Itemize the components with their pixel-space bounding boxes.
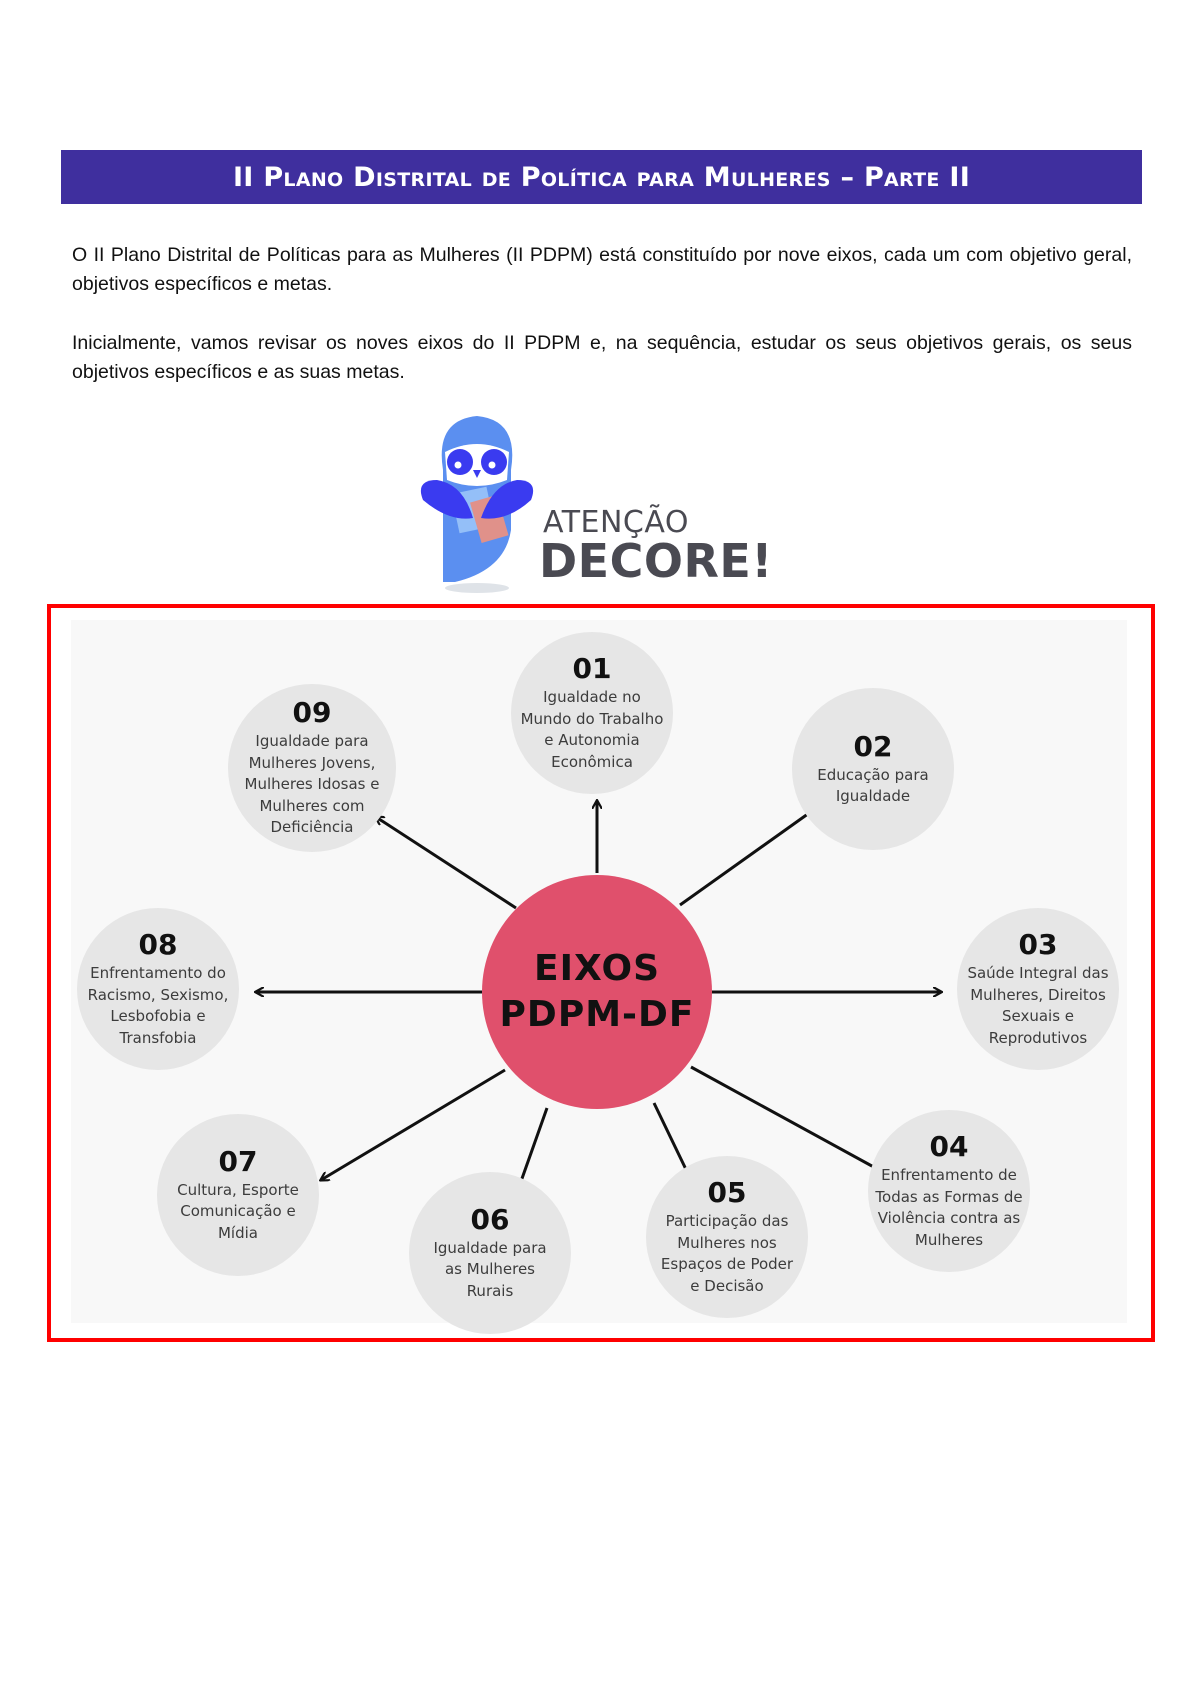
- owl-mascot-icon: [420, 416, 534, 593]
- eixo-label: Saúde Integral das Mulheres, Direitos Se…: [967, 964, 1109, 1047]
- arrow-to-06: [519, 1107, 549, 1187]
- eixo-number: 08: [138, 928, 178, 961]
- eixo-number: 05: [707, 1176, 747, 1209]
- eixo-label: Igualdade no Mundo do Trabalho e Autonom…: [520, 688, 664, 771]
- arrow-to-09: [376, 817, 517, 910]
- center-line-1: EIXOS: [534, 948, 660, 989]
- eixo-number: 02: [853, 729, 893, 763]
- intro-paragraph: O II Plano Distrital de Políticas para a…: [72, 244, 1132, 295]
- eixo-node-05: 05 Participação das Mulheres nos Espaços…: [646, 1156, 808, 1318]
- eixo-node-01: 01 Igualdade no Mundo do Trabalho e Auto…: [511, 632, 673, 794]
- eixo-node-08: 08 Enfrentamento do Racismo, Sexismo, Le…: [77, 908, 239, 1070]
- eixo-label: Participação das Mulheres nos Espaços de…: [660, 1212, 794, 1295]
- eixo-number: 09: [292, 696, 332, 730]
- eixo-label: Educação para Igualdade: [817, 765, 929, 806]
- section-title-bar: II Plano Distrital de Política para Mulh…: [61, 150, 1142, 204]
- eixo-label: Enfrentamento do Racismo, Sexismo, Lesbo…: [87, 964, 229, 1047]
- eixo-node-02: 02 Educação para Igualdade: [792, 688, 954, 850]
- center-node: EIXOS PDPM-DF: [482, 875, 712, 1109]
- eixo-label: Igualdade para as Mulheres Rurais: [433, 1238, 547, 1300]
- eixo-number: 07: [218, 1144, 258, 1178]
- eixo-label: Igualdade para Mulheres Jovens, Mulheres…: [244, 732, 380, 837]
- callout-line-2: DECORE!: [539, 534, 773, 588]
- eixo-node-03: 03 Saúde Integral das Mulheres, Direitos…: [957, 908, 1119, 1070]
- eixo-number: 03: [1018, 928, 1058, 961]
- eixo-number: 01: [572, 652, 612, 685]
- eixo-node-07: 07 Cultura, Esporte Comunicação e Mídia: [157, 1114, 319, 1276]
- eixos-diagram: EIXOS PDPM-DF 01 Igualdade no Mundo do T…: [71, 620, 1127, 1334]
- arrow-to-04: [690, 1065, 881, 1171]
- eixo-number: 04: [929, 1130, 969, 1163]
- center-line-2: PDPM-DF: [499, 994, 695, 1035]
- section-title: II Plano Distrital de Política para Mulh…: [232, 161, 971, 193]
- arrow-to-07: [321, 1068, 506, 1180]
- eixo-node-04: 04 Enfrentamento de Todas as Formas de V…: [868, 1110, 1030, 1272]
- eixo-node-09: 09 Igualdade para Mulheres Jovens, Mulhe…: [228, 684, 396, 852]
- eixo-node-06: 06 Igualdade para as Mulheres Rurais: [409, 1172, 571, 1334]
- diagram-frame: [47, 604, 1155, 1342]
- arrow-to-02: [679, 806, 819, 907]
- eixo-label: Enfrentamento de Todas as Formas de Viol…: [875, 1166, 1023, 1249]
- callout-line-1: ATENÇÃO: [543, 505, 689, 540]
- review-paragraph: Inicialmente, vamos revisar os noves eix…: [72, 332, 1132, 383]
- attention-callout: ATENÇÃO DECORE!: [415, 410, 795, 595]
- eixo-label: Cultura, Esporte Comunicação e Mídia: [177, 1180, 299, 1242]
- eixo-number: 06: [470, 1202, 510, 1236]
